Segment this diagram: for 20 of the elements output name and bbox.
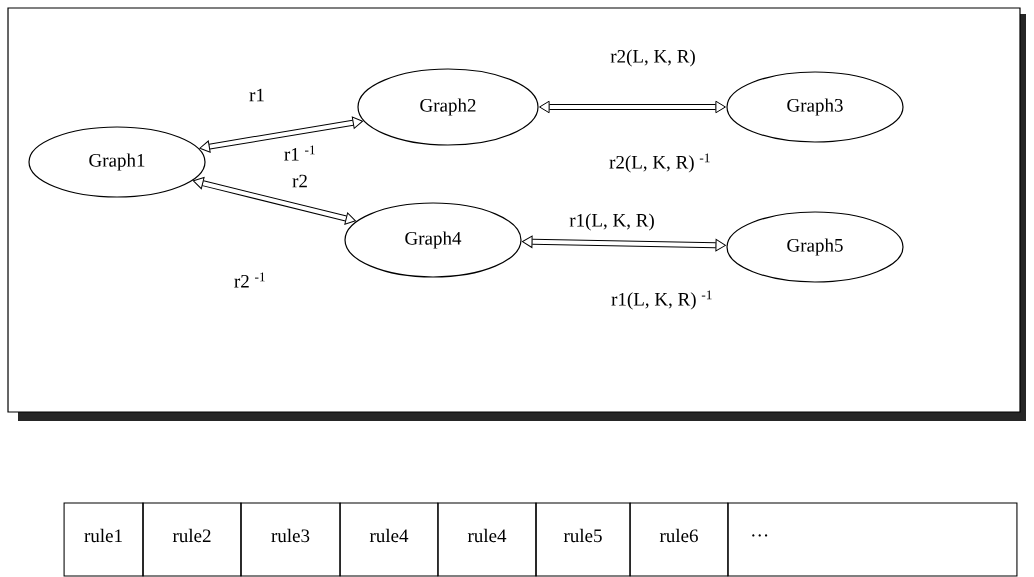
inverse-label: r1 $^{-1}$ — [284, 145, 315, 161]
double-arrow — [539, 100, 726, 114]
table-cell: … — [727, 502, 1018, 577]
double-arrow — [192, 177, 356, 225]
table-cell: rule2 — [142, 502, 242, 577]
double-arrow — [199, 116, 364, 153]
table-cell: rule1 — [63, 502, 144, 577]
table-cell: rule5 — [535, 502, 631, 577]
double-arrow — [522, 235, 726, 252]
edge-label: r2(L, K, R) — [610, 49, 695, 67]
edge-label: r1(L, K, R) — [569, 213, 654, 231]
inverse-label: r2(L, K, R) $^{-1}$ — [609, 153, 710, 173]
edge-label: r2 — [292, 174, 307, 188]
table-cell: rule6 — [629, 502, 729, 577]
table-cell: rule4 — [339, 502, 439, 577]
table-cell: rule4 — [437, 502, 537, 577]
edge-label: r1 — [249, 88, 264, 102]
inverse-label: r1(L, K, R) $^{-1}$ — [611, 290, 712, 310]
inverse-label: r2 $^{-1}$ — [234, 272, 265, 288]
table-cell: rule3 — [240, 502, 341, 577]
